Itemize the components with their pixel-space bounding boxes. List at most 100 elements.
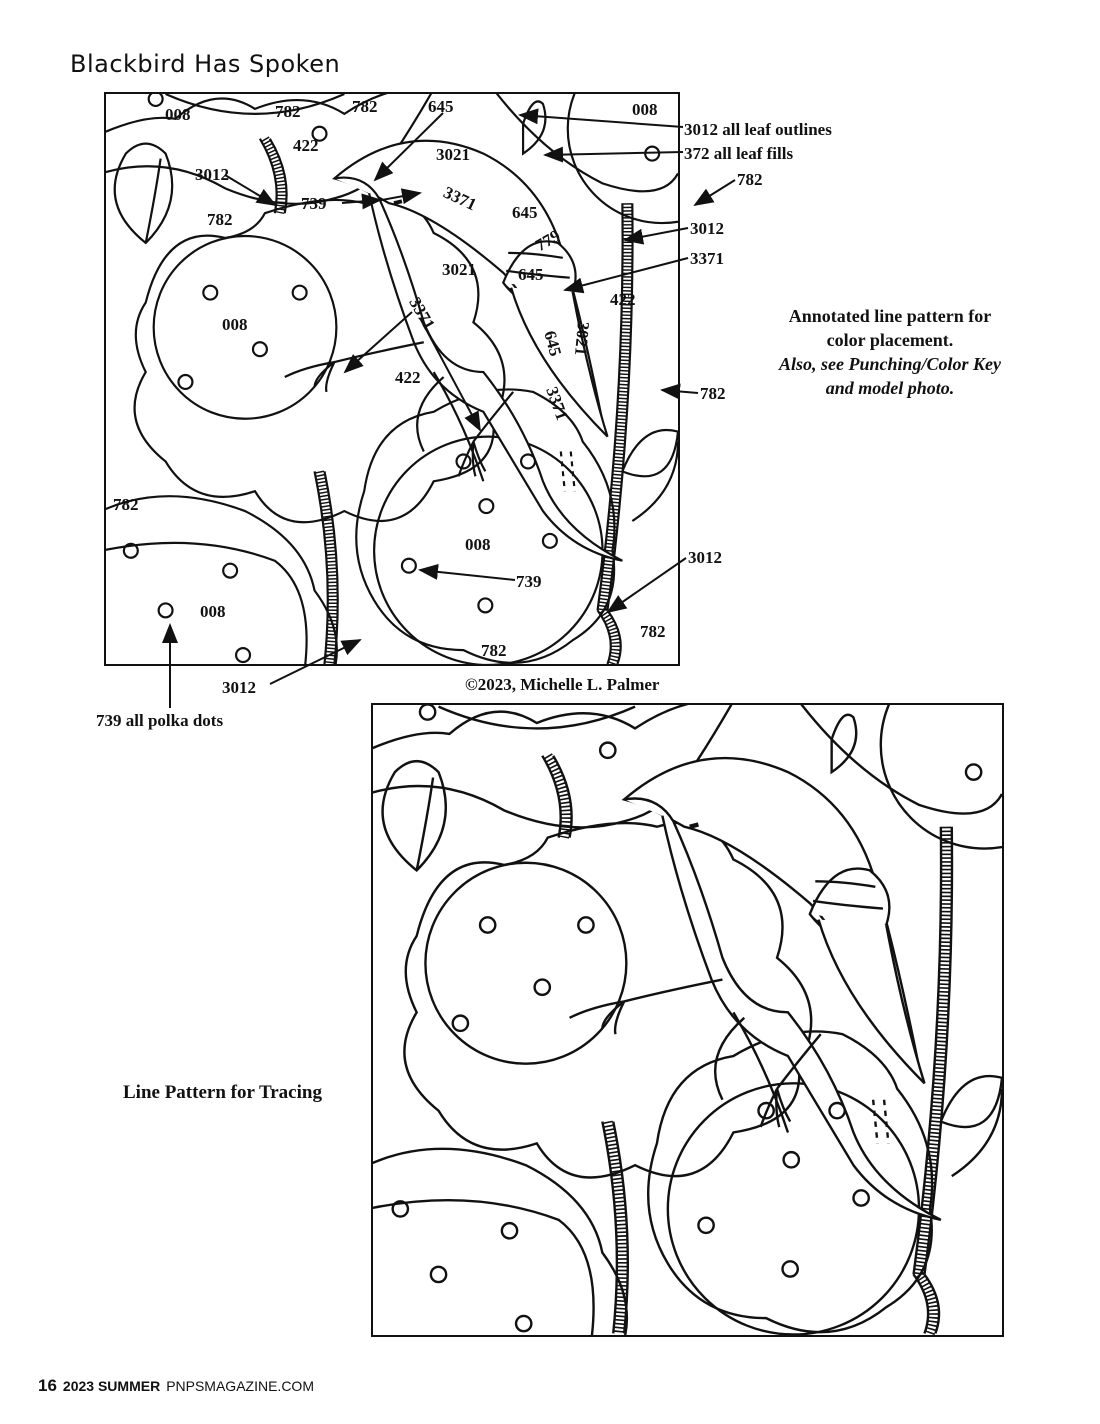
region-color-label: 422 bbox=[293, 136, 319, 155]
polka-dot bbox=[147, 94, 164, 108]
copyright: ©2023, Michelle L. Palmer bbox=[465, 675, 660, 694]
polka-dot bbox=[520, 453, 537, 470]
callout-3012: 3012 bbox=[690, 219, 724, 238]
callout-3012-low: 3012 bbox=[688, 548, 722, 567]
note-line: and model photo. bbox=[825, 378, 955, 398]
polka-dot bbox=[391, 1200, 410, 1218]
flower-top-left bbox=[106, 94, 388, 133]
leaf bbox=[939, 1074, 1002, 1129]
bird-tail bbox=[817, 919, 926, 1085]
polka-dot bbox=[122, 542, 139, 559]
region-color-label: 739 bbox=[516, 572, 542, 591]
polka-dot bbox=[477, 597, 494, 614]
callout-leaf-outlines: 3012 all leaf outlines bbox=[684, 120, 832, 139]
note-line: Also, see Punching/Color Key bbox=[778, 354, 1002, 374]
bird-eye bbox=[393, 199, 403, 206]
polka-dot bbox=[400, 557, 417, 574]
leaf bbox=[620, 428, 678, 478]
polka-dot bbox=[455, 453, 472, 470]
region-color-label: 422 bbox=[395, 368, 421, 387]
polka-dot bbox=[644, 145, 661, 162]
bird-tail bbox=[510, 287, 609, 438]
callout-3012-bottom: 3012 bbox=[222, 678, 256, 697]
region-color-label: 739 bbox=[301, 194, 327, 213]
polka-dot bbox=[235, 647, 252, 664]
branch bbox=[759, 1033, 822, 1128]
polka-dot bbox=[757, 1101, 775, 1120]
polka-dot bbox=[500, 1221, 519, 1240]
polka-dot bbox=[222, 562, 239, 579]
flower-top-left bbox=[373, 705, 689, 750]
leaf bbox=[113, 142, 174, 245]
polka-dot bbox=[157, 602, 174, 619]
polka-dot bbox=[782, 1150, 801, 1169]
region-color-label: 782 bbox=[352, 97, 378, 116]
polka-dot bbox=[418, 705, 437, 721]
tracing-label: Line Pattern for Tracing bbox=[123, 1082, 322, 1103]
region-color-label: 008 bbox=[165, 105, 191, 124]
polka-dot bbox=[478, 916, 497, 934]
flower-bottom bbox=[647, 1030, 934, 1334]
annotated-pattern-panel bbox=[104, 92, 680, 666]
note-line: color placement. bbox=[826, 330, 954, 350]
branch bbox=[457, 391, 514, 477]
region-color-label: 782 bbox=[481, 641, 507, 660]
region-color-label: 782 bbox=[640, 622, 666, 641]
branch bbox=[569, 978, 723, 1035]
region-color-label: 008 bbox=[465, 535, 491, 554]
callout-3371: 3371 bbox=[690, 249, 724, 268]
polka-dot bbox=[429, 1265, 448, 1284]
issue: 2023 SUMMER bbox=[62, 1378, 161, 1394]
polka-dot bbox=[311, 125, 328, 142]
region-color-label: 008 bbox=[222, 315, 248, 334]
line-art bbox=[373, 705, 1002, 1335]
region-color-label: 3021 bbox=[571, 320, 593, 357]
leaf bbox=[830, 713, 858, 775]
polka-dot bbox=[781, 1260, 799, 1278]
polka-dot bbox=[514, 1314, 533, 1333]
polka-dot bbox=[964, 763, 983, 781]
polka-dot bbox=[177, 373, 194, 391]
region-color-label: 782 bbox=[113, 495, 139, 514]
region-color-label: 3012 bbox=[195, 165, 229, 184]
polka-dot bbox=[828, 1101, 846, 1120]
region-color-label: 422 bbox=[610, 290, 636, 309]
region-color-label: 008 bbox=[632, 100, 658, 119]
polka-dot bbox=[202, 284, 219, 301]
polka-dot bbox=[291, 284, 308, 301]
region-color-label: 008 bbox=[200, 602, 226, 621]
footer: 16 2023 SUMMER PNPSMAGAZINE.COM bbox=[38, 1376, 314, 1396]
polka-dot bbox=[697, 1216, 715, 1235]
flower-top-right bbox=[566, 94, 678, 225]
page-number: 16 bbox=[38, 1376, 57, 1395]
site: PNPSMAGAZINE.COM bbox=[166, 1378, 314, 1394]
note-line: Annotated line pattern for bbox=[788, 306, 992, 326]
polka-dot bbox=[451, 1014, 470, 1033]
polka-dot bbox=[598, 741, 617, 760]
callout-polka-dots: 739 all polka dots bbox=[96, 711, 224, 730]
leaf bbox=[381, 760, 447, 873]
callout-782-top: 782 bbox=[737, 170, 763, 189]
polka-dot bbox=[852, 1189, 870, 1207]
polka-dot bbox=[541, 532, 558, 549]
tracing-pattern-panel bbox=[371, 703, 1004, 1337]
region-color-label: 782 bbox=[275, 102, 301, 121]
region-color-label: 645 bbox=[512, 203, 538, 222]
region-color-label: 645 bbox=[518, 265, 544, 284]
region-color-label: 3021 bbox=[442, 260, 476, 279]
callout-leaf-fills: 372 all leaf fills bbox=[684, 144, 794, 163]
page-title: Blackbird Has Spoken bbox=[70, 50, 341, 78]
flower-bottom bbox=[355, 388, 616, 664]
region-color-label: 645 bbox=[428, 97, 454, 116]
flower-top-right bbox=[879, 705, 1002, 850]
bird-body bbox=[623, 797, 942, 1222]
polka-dot bbox=[533, 978, 552, 997]
callout-782-mid: 782 bbox=[700, 384, 726, 403]
bird-eye bbox=[689, 822, 699, 829]
polka-dot bbox=[478, 498, 495, 515]
region-color-label: 3021 bbox=[436, 145, 470, 164]
polka-dot bbox=[251, 341, 268, 358]
line-art bbox=[106, 94, 678, 664]
region-color-label: 782 bbox=[207, 210, 233, 229]
flower-bottom-left bbox=[106, 495, 338, 664]
